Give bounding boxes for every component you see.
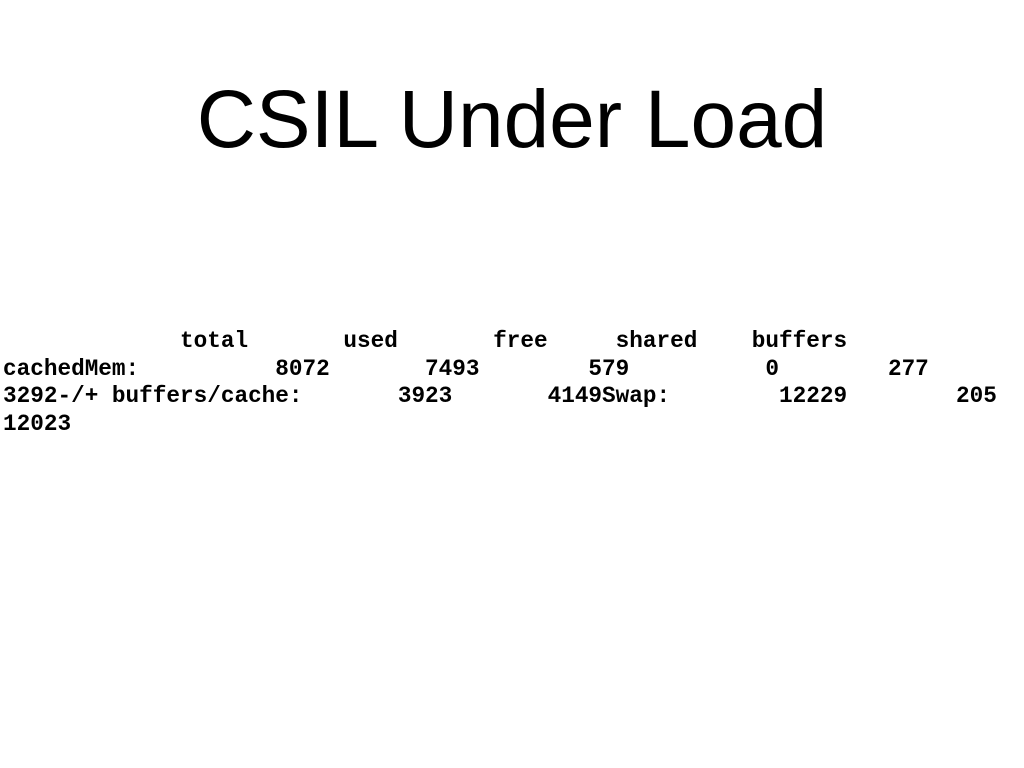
memory-output-line: cachedMem: 8072 7493 579 0 277 <box>3 355 929 382</box>
memory-output-line: 3292-/+ buffers/cache: 3923 4149Swap: 12… <box>3 383 997 409</box>
memory-output-line: 12023 <box>3 410 72 437</box>
memory-output-line: total used free shared buffers <box>3 328 848 354</box>
slide-title: CSIL Under Load <box>196 74 828 165</box>
